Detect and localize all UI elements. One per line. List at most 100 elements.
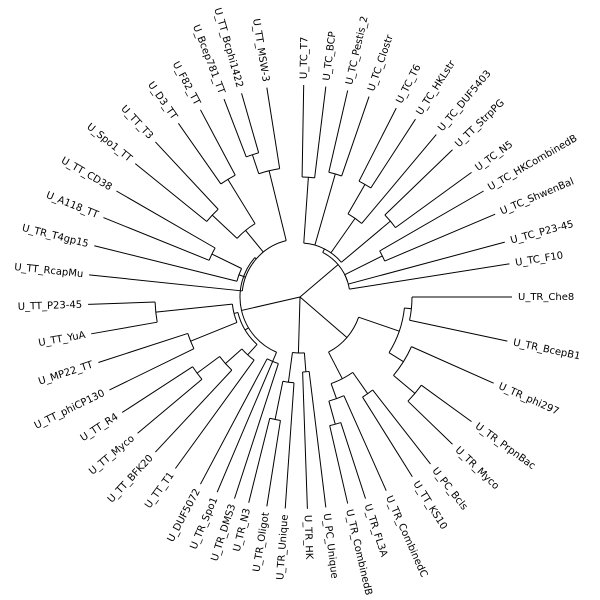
tree-branch (211, 214, 238, 239)
tree-arc (258, 168, 280, 175)
tree-branch (314, 173, 336, 246)
tree-branch (352, 372, 369, 394)
tree-branch (241, 296, 301, 311)
tree-arc (358, 180, 372, 189)
tree-branch (247, 344, 258, 356)
tree-branch (411, 346, 494, 384)
tree-branch (155, 369, 233, 453)
leaf-label: U_TC_T7 (299, 37, 311, 79)
leaf-label: U_TT_T3 (118, 104, 155, 142)
tree-branch (301, 85, 305, 178)
tree-branch (121, 366, 193, 413)
tree-branch (109, 348, 195, 391)
tree-branch (248, 418, 271, 503)
tree-arc (239, 257, 277, 353)
leaf-label: U_TT_P23-45 (18, 300, 83, 313)
leaf-label: U_TR_FL3A (362, 503, 389, 559)
tree-branch (349, 263, 510, 290)
leaf-label: U_TC_P23-45 (509, 219, 575, 246)
tree-branch (358, 107, 397, 182)
tree-branch (244, 327, 249, 331)
tree-branch (89, 274, 243, 292)
leaf-label: U_TC_F10 (515, 250, 564, 268)
leaf-label: U_TT_Myco (87, 433, 137, 477)
tree-branch (274, 381, 284, 420)
leaf-label: U_TR_phi297 (497, 381, 561, 417)
leaf-label: U_MP22_TT (37, 359, 95, 387)
tree-arc (246, 152, 259, 158)
tree-arc (269, 417, 281, 421)
tree-branch (223, 98, 247, 158)
tree-branch (404, 307, 412, 310)
tree-branch (91, 321, 158, 335)
tree-branch (328, 90, 349, 173)
tree-branches (88, 85, 512, 509)
tree-branch (303, 352, 307, 372)
tree-arc (241, 240, 287, 291)
tree-branch (421, 384, 472, 423)
tree-branch (200, 109, 236, 176)
tree-branch (393, 375, 416, 394)
tree-branch (409, 319, 508, 342)
tree-branch (370, 118, 416, 189)
tree-branch (384, 213, 496, 262)
tree-arc (206, 208, 219, 222)
tree-branch (299, 264, 339, 298)
tree-branch (254, 257, 257, 260)
tree-arc (388, 307, 405, 353)
tree-arc (282, 380, 295, 384)
tree-branch (322, 248, 325, 253)
tree-branch (372, 389, 431, 465)
leaf-label: U_Spo1_TT (84, 122, 134, 165)
tree-branch (328, 351, 343, 379)
tree-branch (407, 400, 453, 445)
leaf-label: U_TR_Unique (275, 514, 291, 580)
leaf-label: U_A118_TT (44, 190, 100, 221)
tree-branch (103, 217, 210, 261)
tree-branch (200, 358, 268, 485)
tree-branch (190, 322, 238, 342)
tree-branch (251, 154, 260, 174)
tree-branch (266, 87, 281, 169)
leaf-label: U_TC_N5 (473, 139, 515, 174)
tree-arc (237, 312, 258, 345)
tree-branch (155, 303, 233, 313)
tree-branch (299, 296, 348, 338)
tree-branch (227, 179, 256, 224)
tree-branch (362, 396, 413, 478)
tree-branch (329, 425, 349, 504)
tree-branch (266, 420, 281, 507)
tree-branch (116, 190, 216, 249)
leaf-label: U_D3_TT (145, 80, 179, 123)
tree-arc (328, 317, 360, 353)
tree-branch (196, 356, 220, 374)
leaf-label: U_TR_Che8 (518, 292, 574, 303)
tree-branch (287, 352, 293, 383)
leaf-label: U_TR_HK (302, 515, 315, 560)
tree-branch (88, 301, 156, 305)
leaf-label: U_TT_T1 (143, 470, 176, 510)
tree-branch (137, 378, 203, 434)
tree-branch (303, 177, 309, 244)
tree-branch (330, 383, 337, 399)
tree-branch (330, 218, 356, 254)
tree-branch (328, 400, 336, 425)
tree-branch (297, 296, 301, 353)
tree-branch (284, 382, 295, 509)
tree-arc (231, 304, 238, 323)
tree-branch (216, 361, 274, 493)
tree-branch (384, 149, 453, 216)
leaf-label: U_PC_Unique (321, 513, 340, 579)
tree-arc (347, 213, 363, 224)
leaf-label: U_TR_T4gp15 (21, 223, 90, 250)
leaf-label: U_TT_R4 (79, 412, 121, 444)
leaf-label: U_TC_BCP (322, 31, 339, 82)
tree-branch (238, 274, 246, 278)
leaf-label: U_TT_CD38 (59, 155, 114, 193)
tree-branch (395, 171, 472, 229)
tree-branch (343, 395, 387, 491)
tree-branch (347, 184, 366, 215)
tree-branch (314, 86, 327, 178)
tree-arc (220, 174, 236, 185)
tree-labels: U_TR_Che8U_TR_BcepB1U_TR_phi297U_TR_Prpn… (14, 7, 582, 597)
